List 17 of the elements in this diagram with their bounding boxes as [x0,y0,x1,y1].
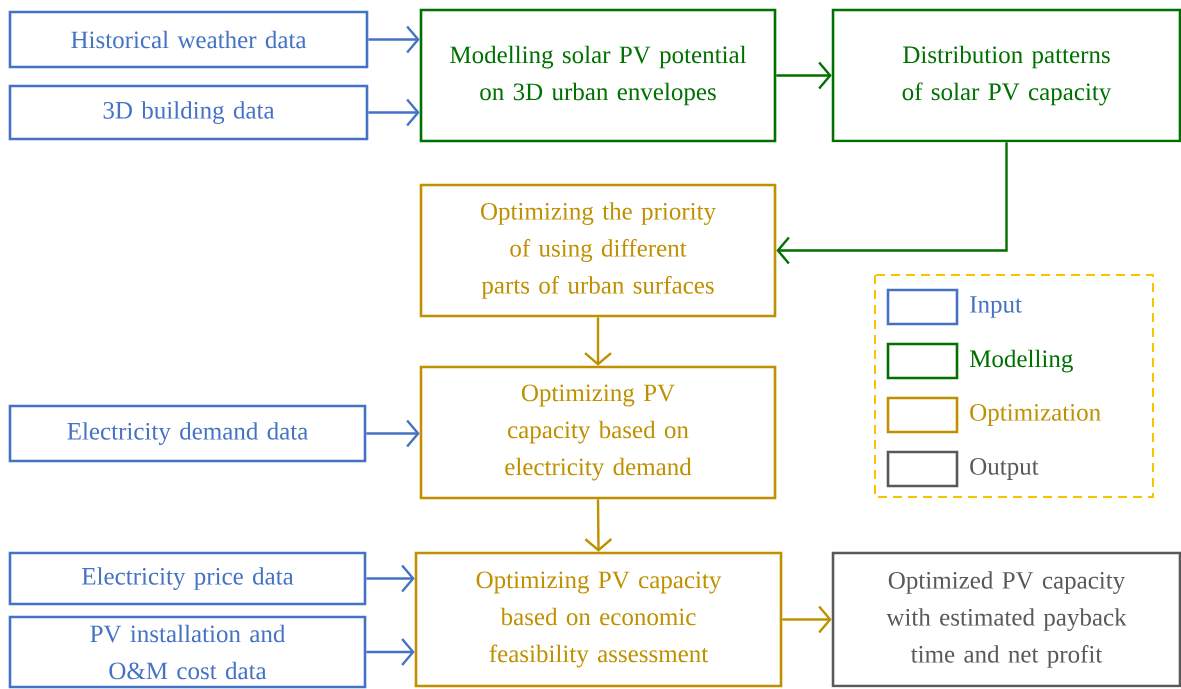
process-box: Optimizing PV capacity based on economic feasibility assessment [414,551,783,688]
input-box: Historical weather data [8,10,369,69]
input-box: PV installation and O&M cost data [8,615,367,689]
arrow [776,61,832,90]
process-box: Distribution patterns of solar PV capacity [831,8,1181,143]
legend-label: Input [970,296,1022,318]
input-box: Electricity price data [8,551,367,606]
input-box: 3D building data [8,84,369,141]
legend-label: Optimization [970,404,1101,426]
process-box: Optimizing PV capacity based on electricity demand [419,365,777,500]
arrow [776,142,1008,265]
input-box: Electricity demand data [8,404,367,463]
process-box: Modelling solar PV potential on 3D urban envelopes [419,8,777,143]
process-box: Optimizing the priority of using different parts of urban surfaces [419,183,777,318]
legend-label: Modelling [969,349,1073,373]
output-box: Optimized PV capacity with estimated payback time and net profit [831,551,1181,688]
legend-label: Output [970,458,1039,480]
